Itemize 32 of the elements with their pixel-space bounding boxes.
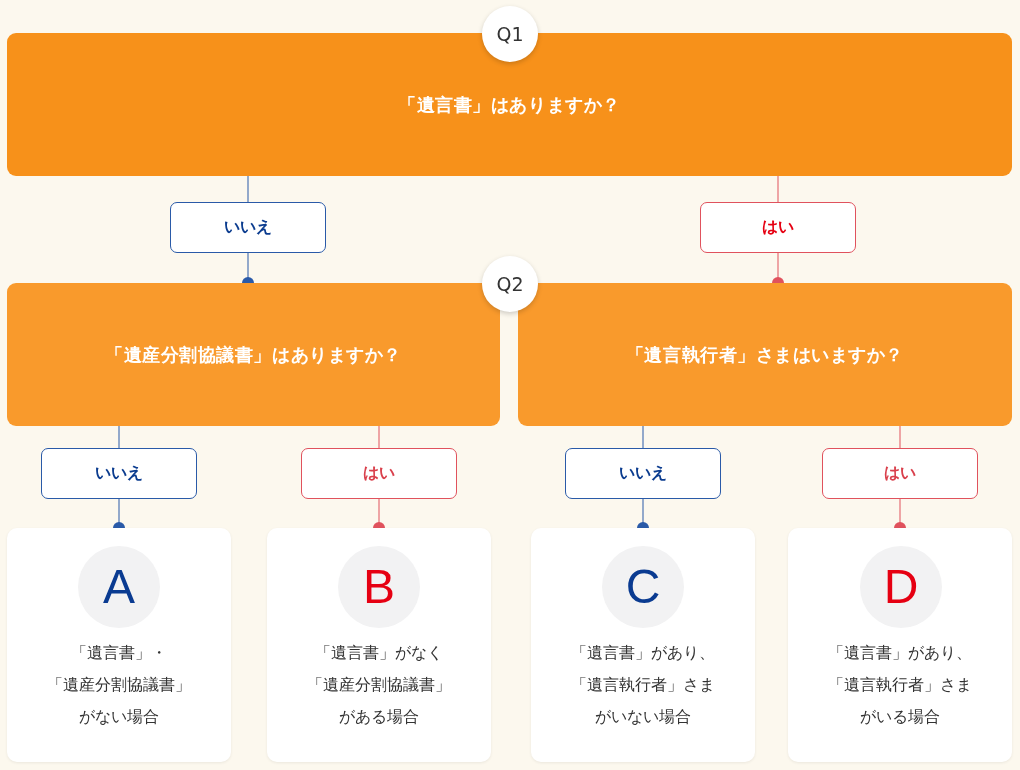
connector-line [637, 498, 649, 529]
result-text: 「遺言書」がなく「遺産分割協議書」がある場合 [306, 642, 452, 728]
connector-line [242, 252, 254, 284]
connector-line [247, 175, 249, 203]
choice-box: はい [700, 202, 856, 253]
question-number-badge: Q1 [482, 6, 538, 62]
letter-circle: D [860, 546, 942, 628]
result-card [267, 528, 491, 762]
result-text: 「遺言書」があり、「遺言執行者」さまがいる場合 [827, 642, 973, 728]
choice-box: いいえ [565, 448, 721, 499]
connector-line [777, 175, 779, 203]
choice-box: いいえ [41, 448, 197, 499]
result-card [531, 528, 755, 762]
result-text: 「遺言書」があり、「遺言執行者」さまがいない場合 [570, 642, 716, 728]
choice-box: はい [822, 448, 978, 499]
result-card [788, 528, 1012, 762]
result-card [7, 528, 231, 762]
connector-line [373, 498, 385, 529]
choice-box: いいえ [170, 202, 326, 253]
letter-circle: C [602, 546, 684, 628]
connector-line [894, 498, 906, 529]
connector-line [113, 498, 125, 529]
letter-circle: A [78, 546, 160, 628]
choice-box: はい [301, 448, 457, 499]
connector-line [642, 425, 644, 449]
connector-line [118, 425, 120, 449]
question-number-badge: Q2 [482, 256, 538, 312]
connector-line [378, 425, 380, 449]
connector-line [899, 425, 901, 449]
connector-line [772, 252, 784, 284]
letter-circle: B [338, 546, 420, 628]
result-text: 「遺言書」・「遺産分割協議書」がない場合 [46, 642, 192, 728]
